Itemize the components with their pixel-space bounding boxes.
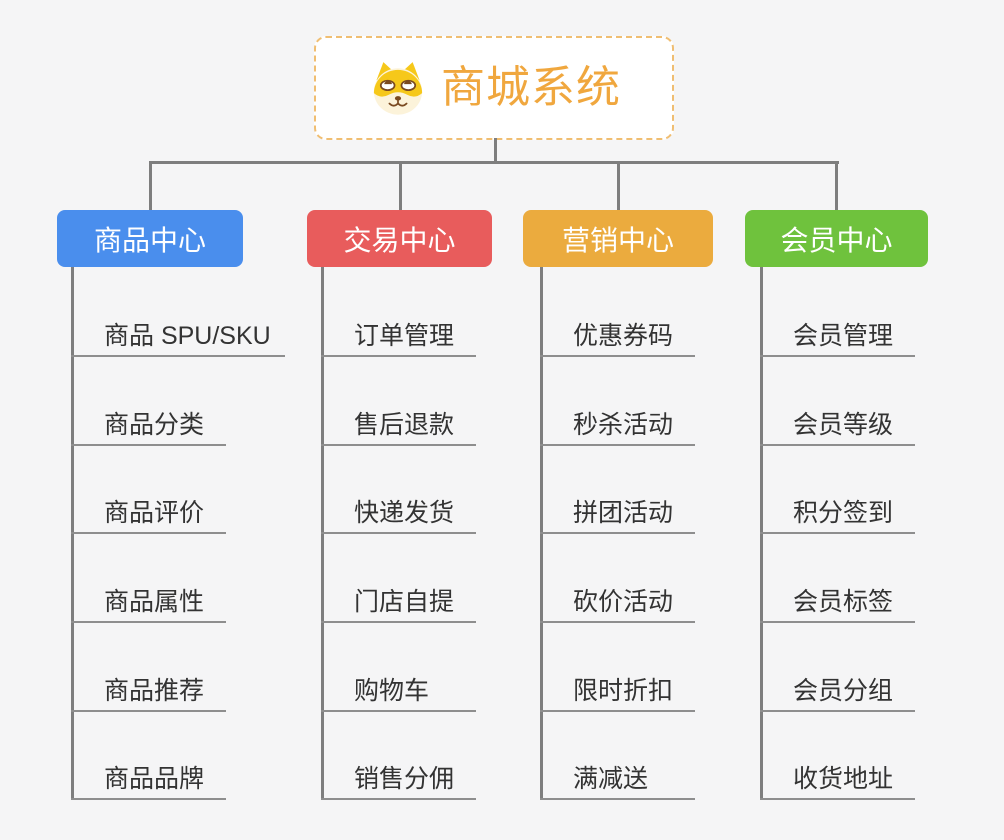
- connector-horizontal-bar: [149, 161, 839, 164]
- branch-column-member: 会员管理 会员等级 积分签到 会员标签 会员分组 收货地址: [760, 267, 1000, 802]
- leaf-node[interactable]: 会员标签: [760, 583, 915, 623]
- leaf-node[interactable]: 购物车: [321, 672, 476, 712]
- branch-node-trade-center[interactable]: 交易中心: [307, 210, 492, 267]
- leaf-node[interactable]: 会员等级: [760, 406, 915, 446]
- leaf-node[interactable]: 秒杀活动: [540, 406, 695, 446]
- leaf-node[interactable]: 拼团活动: [540, 494, 695, 534]
- leaf-node[interactable]: 会员分组: [760, 672, 915, 712]
- root-node[interactable]: 商城系统: [314, 36, 674, 140]
- leaf-node[interactable]: 砍价活动: [540, 583, 695, 623]
- leaf-node[interactable]: 收货地址: [760, 760, 915, 800]
- leaf-node[interactable]: 商品评价: [71, 494, 226, 534]
- leaf-node[interactable]: 优惠券码: [540, 317, 695, 357]
- shiba-dog-icon: [373, 62, 423, 115]
- leaf-node[interactable]: 商品 SPU/SKU: [71, 317, 285, 357]
- connector-drop-trade: [399, 161, 402, 210]
- branch-column-marketing: 优惠券码 秒杀活动 拼团活动 砍价活动 限时折扣 满减送: [540, 267, 780, 802]
- leaf-node[interactable]: 商品品牌: [71, 760, 226, 800]
- leaf-node[interactable]: 限时折扣: [540, 672, 695, 712]
- connector-drop-member: [835, 161, 838, 210]
- leaf-node[interactable]: 销售分佣: [321, 760, 476, 800]
- leaf-node[interactable]: 商品推荐: [71, 672, 226, 712]
- leaf-node[interactable]: 订单管理: [321, 317, 476, 357]
- leaf-node[interactable]: 售后退款: [321, 406, 476, 446]
- branch-column-trade: 订单管理 售后退款 快递发货 门店自提 购物车 销售分佣: [321, 267, 561, 802]
- leaf-node[interactable]: 门店自提: [321, 583, 476, 623]
- branch-node-product-center[interactable]: 商品中心: [57, 210, 243, 267]
- branch-node-marketing-center[interactable]: 营销中心: [523, 210, 713, 267]
- leaf-node[interactable]: 满减送: [540, 760, 695, 800]
- leaf-node[interactable]: 快递发货: [321, 494, 476, 534]
- branch-column-product: 商品 SPU/SKU 商品分类 商品评价 商品属性 商品推荐 商品品牌: [71, 267, 311, 802]
- leaf-node[interactable]: 积分签到: [760, 494, 915, 534]
- leaf-node[interactable]: 会员管理: [760, 317, 915, 357]
- connector-root-stem: [494, 138, 497, 164]
- connector-drop-marketing: [617, 161, 620, 210]
- leaf-node[interactable]: 商品分类: [71, 406, 226, 446]
- branch-node-member-center[interactable]: 会员中心: [745, 210, 928, 267]
- root-title: 商城系统: [441, 63, 621, 112]
- connector-drop-product: [149, 161, 152, 210]
- leaf-node[interactable]: 商品属性: [71, 583, 226, 623]
